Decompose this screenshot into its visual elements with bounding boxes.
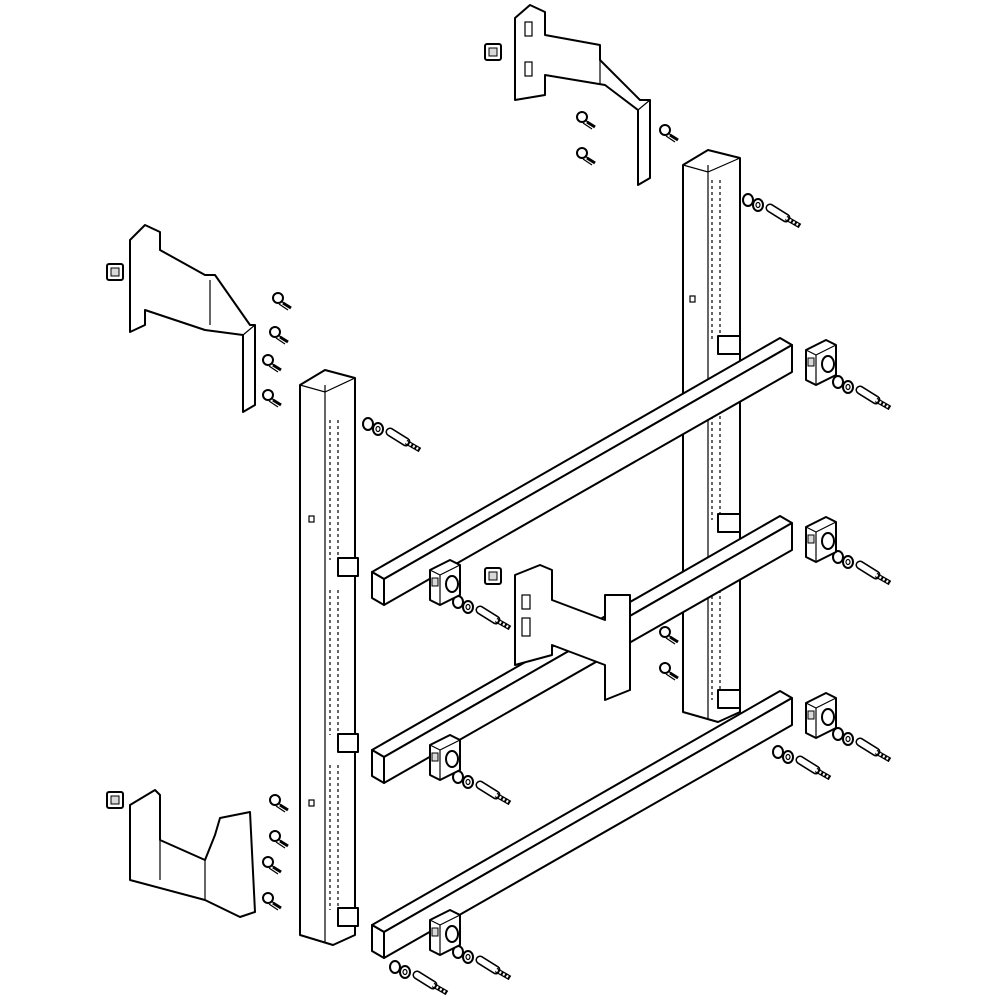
bolt-icon — [453, 946, 510, 978]
screw-icon — [575, 146, 597, 167]
vertical-rail-right — [682, 149, 741, 723]
bolt-icon — [453, 596, 510, 628]
clamp-block-icon — [429, 559, 461, 606]
bolt-icon — [833, 551, 890, 583]
clamp-block-icon — [805, 692, 837, 739]
bolt-icon — [833, 376, 890, 408]
screw-icon — [261, 855, 283, 876]
screw-icon — [261, 891, 283, 912]
bolt-icon — [833, 728, 890, 760]
cage-nut-icon — [106, 791, 124, 809]
screw-icon — [271, 291, 293, 312]
clamp-block-icon — [429, 734, 461, 781]
mounting-bracket-upper-left — [129, 224, 256, 413]
screw-icon — [268, 829, 290, 850]
mounting-bracket-middle — [514, 564, 631, 701]
clamp-block-icon — [805, 339, 837, 386]
clamp-block-icon — [429, 909, 461, 956]
screw-icon — [261, 388, 283, 409]
screw-icon — [658, 123, 680, 144]
busbar-top — [371, 337, 793, 606]
screw-icon — [268, 793, 290, 814]
cage-nut-icon — [484, 43, 502, 61]
mounting-bracket-top — [514, 4, 651, 186]
clamp-block-icon — [805, 516, 837, 563]
mounting-bracket-lower-left — [129, 789, 256, 918]
bolt-icon — [363, 418, 420, 450]
screw-icon — [261, 353, 283, 374]
screw-icon — [575, 110, 597, 131]
cage-nut-icon — [106, 263, 124, 281]
bolt-icon — [773, 746, 830, 778]
bolt-icon — [743, 194, 800, 226]
screw-icon — [658, 625, 680, 646]
bolt-icon — [390, 961, 447, 993]
rail-tabs — [337, 335, 741, 927]
vertical-rail-left — [299, 369, 356, 946]
bolt-icon — [453, 771, 510, 803]
busbar-bottom — [371, 690, 793, 959]
screw-icon — [658, 661, 680, 682]
cage-nut-icon — [484, 567, 502, 585]
screw-icon — [268, 325, 290, 346]
